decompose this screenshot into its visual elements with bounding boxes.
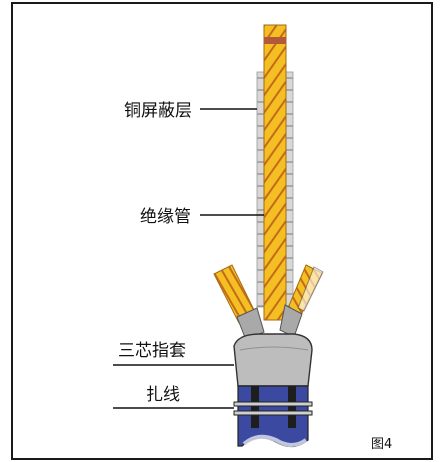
binding-wire-upper — [233, 401, 313, 407]
left-branch-core — [213, 264, 265, 341]
three-core-finger-sleeve — [233, 333, 313, 387]
sleeve-finger-left — [251, 386, 259, 428]
figure-border — [11, 2, 433, 460]
label-binding-wire: 扎线 — [146, 385, 180, 405]
core-tip-marker-icon — [264, 37, 286, 44]
binding-wire-lower — [233, 410, 313, 416]
insulation-tube-core — [263, 24, 287, 321]
label-copper-shield: 铜屏蔽层 — [124, 101, 192, 121]
label-finger-sleeve: 三芯指套 — [118, 341, 186, 361]
right-branch-core — [279, 264, 324, 338]
sleeve-finger-right — [288, 386, 296, 428]
figure-number: 图4 — [371, 437, 392, 452]
label-insulation-tube: 绝缘管 — [140, 207, 191, 227]
